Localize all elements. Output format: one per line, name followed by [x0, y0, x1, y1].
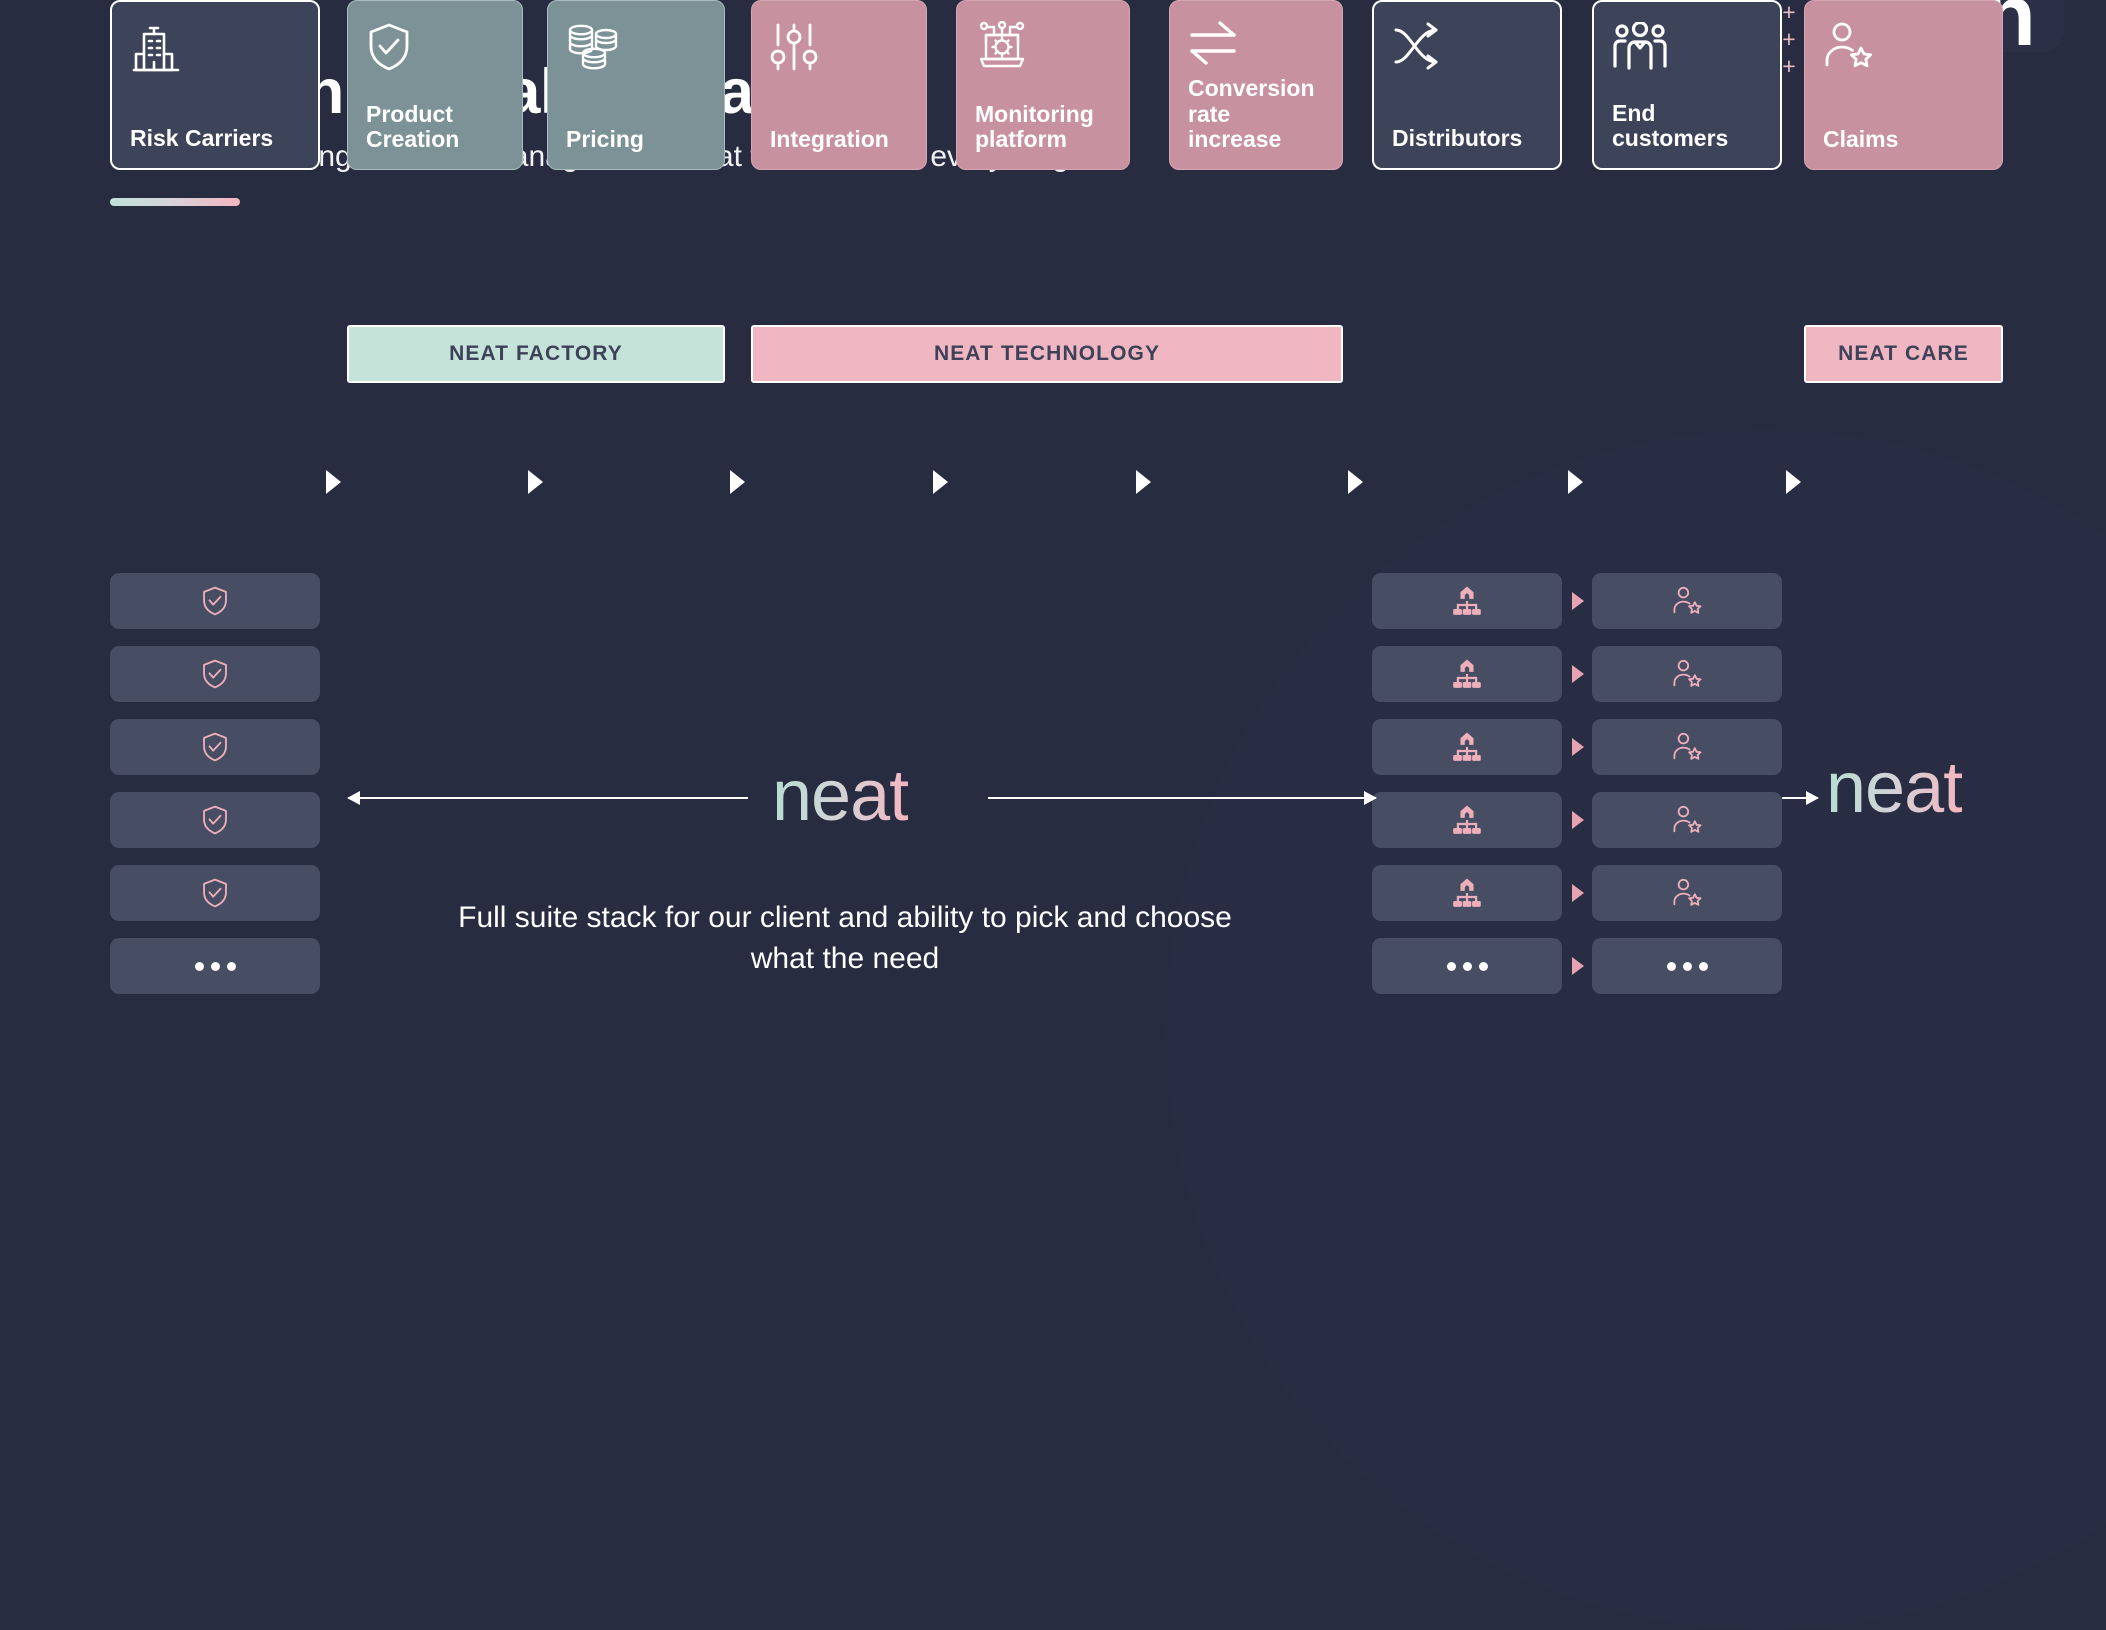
end-customer-row[interactable] — [1592, 792, 1782, 848]
neat-wordmark-center: neat — [772, 756, 909, 836]
user-star-icon — [1672, 659, 1702, 689]
laptop-gear-icon — [975, 21, 1111, 77]
distributor-row[interactable] — [1372, 646, 1562, 702]
org-chart-icon — [1451, 732, 1483, 762]
risk-carrier-row[interactable] — [110, 573, 320, 629]
more-dots-icon — [194, 961, 236, 971]
stack-chevron-icon — [1572, 957, 1584, 975]
distributors-stack — [1372, 573, 1562, 1011]
shield-check-icon — [201, 804, 229, 836]
risk-carriers-stack — [110, 573, 320, 1011]
plus-icon: + — [1782, 0, 1796, 25]
end-customers-stack — [1592, 573, 1782, 1011]
org-chart-icon — [1451, 805, 1483, 835]
more-dots-icon — [1666, 961, 1708, 971]
risk-carrier-row[interactable] — [110, 646, 320, 702]
org-chart-icon — [1451, 586, 1483, 616]
stack-chevron-icon — [1572, 811, 1584, 829]
distributor-row[interactable] — [1372, 865, 1562, 921]
chain-box-label: Distributors — [1392, 125, 1523, 152]
distributor-row[interactable] — [1372, 792, 1562, 848]
stack-chevron-icon — [1572, 665, 1584, 683]
chain-chevron-icon — [326, 470, 341, 494]
shield-check-icon — [201, 585, 229, 617]
chain-box-label: Pricing — [566, 126, 644, 153]
group-label: NEAT TECHNOLOGY — [933, 342, 1161, 365]
end-customer-more-row[interactable] — [1592, 938, 1782, 994]
flow-arrow-left — [347, 791, 748, 805]
chain-box-label: Integration — [770, 126, 889, 153]
user-star-icon — [1672, 586, 1702, 616]
chain-box-risk-carriers[interactable]: Risk Carriers — [110, 0, 320, 170]
distributor-row[interactable] — [1372, 573, 1562, 629]
group-header-neat-factory: NEAT FACTORY — [347, 325, 725, 383]
user-star-icon — [1672, 805, 1702, 835]
neat-wordmark-right: neat — [1826, 748, 1963, 828]
end-customer-row[interactable] — [1592, 719, 1782, 775]
people-group-icon — [1612, 22, 1762, 78]
risk-carrier-row[interactable] — [110, 719, 320, 775]
shuffle-icon — [1392, 22, 1542, 78]
org-chart-icon — [1451, 878, 1483, 908]
shield-check-icon — [366, 21, 504, 77]
chain-box-claims[interactable]: Claims — [1804, 0, 2003, 170]
shield-check-icon — [201, 877, 229, 909]
gradient-rule — [110, 198, 240, 207]
chain-chevron-icon — [933, 470, 948, 494]
chain-box-distributors[interactable]: Distributors — [1372, 0, 1562, 170]
group-header-neat-care: NEAT CARE — [1804, 325, 2003, 383]
user-star-icon — [1823, 21, 1984, 77]
building-icon — [130, 22, 300, 78]
risk-carrier-row[interactable] — [110, 865, 320, 921]
flow-arrow-right — [988, 791, 1377, 805]
flow-arrow-to-neat — [1782, 791, 1819, 805]
group-label: NEAT CARE — [1838, 342, 1969, 365]
coins-icon — [566, 21, 706, 77]
stack-chevron-icon — [1572, 884, 1584, 902]
risk-carrier-row[interactable] — [110, 792, 320, 848]
shield-check-icon — [201, 731, 229, 763]
distributor-more-row[interactable] — [1372, 938, 1562, 994]
plus-icon: + — [1782, 26, 1796, 52]
sliders-icon — [770, 21, 908, 77]
distributor-row[interactable] — [1372, 719, 1562, 775]
chain-box-integration[interactable]: Integration — [751, 0, 927, 170]
chain-chevron-icon — [730, 470, 745, 494]
summary-caption: Full suite stack for our client and abil… — [458, 901, 1232, 975]
stack-chevron-icon — [1572, 738, 1584, 756]
chain-box-pricing[interactable]: Pricing — [547, 0, 725, 170]
chain-chevron-icon — [1568, 470, 1583, 494]
chain-chevron-icon — [528, 470, 543, 494]
chain-chevron-icon — [1348, 470, 1363, 494]
end-customer-row[interactable] — [1592, 646, 1782, 702]
chain-box-label: Risk Carriers — [130, 125, 274, 152]
end-customer-row[interactable] — [1592, 573, 1782, 629]
group-header-neat-technology: NEAT TECHNOLOGY — [751, 325, 1343, 383]
user-star-icon — [1672, 878, 1702, 908]
more-dots-icon — [1446, 961, 1488, 971]
chain-box-label: Claims — [1823, 126, 1899, 153]
shield-check-icon — [201, 658, 229, 690]
user-star-icon — [1672, 732, 1702, 762]
plus-icon: + — [1782, 53, 1796, 79]
chain-chevron-icon — [1136, 470, 1151, 494]
org-chart-icon — [1451, 659, 1483, 689]
end-customer-row[interactable] — [1592, 865, 1782, 921]
group-label: NEAT FACTORY — [449, 342, 623, 365]
stack-chevron-icon — [1572, 592, 1584, 610]
exchange-arrows-icon — [1188, 21, 1324, 76]
chain-chevron-icon — [1786, 470, 1801, 494]
risk-carrier-more-row[interactable] — [110, 938, 320, 994]
